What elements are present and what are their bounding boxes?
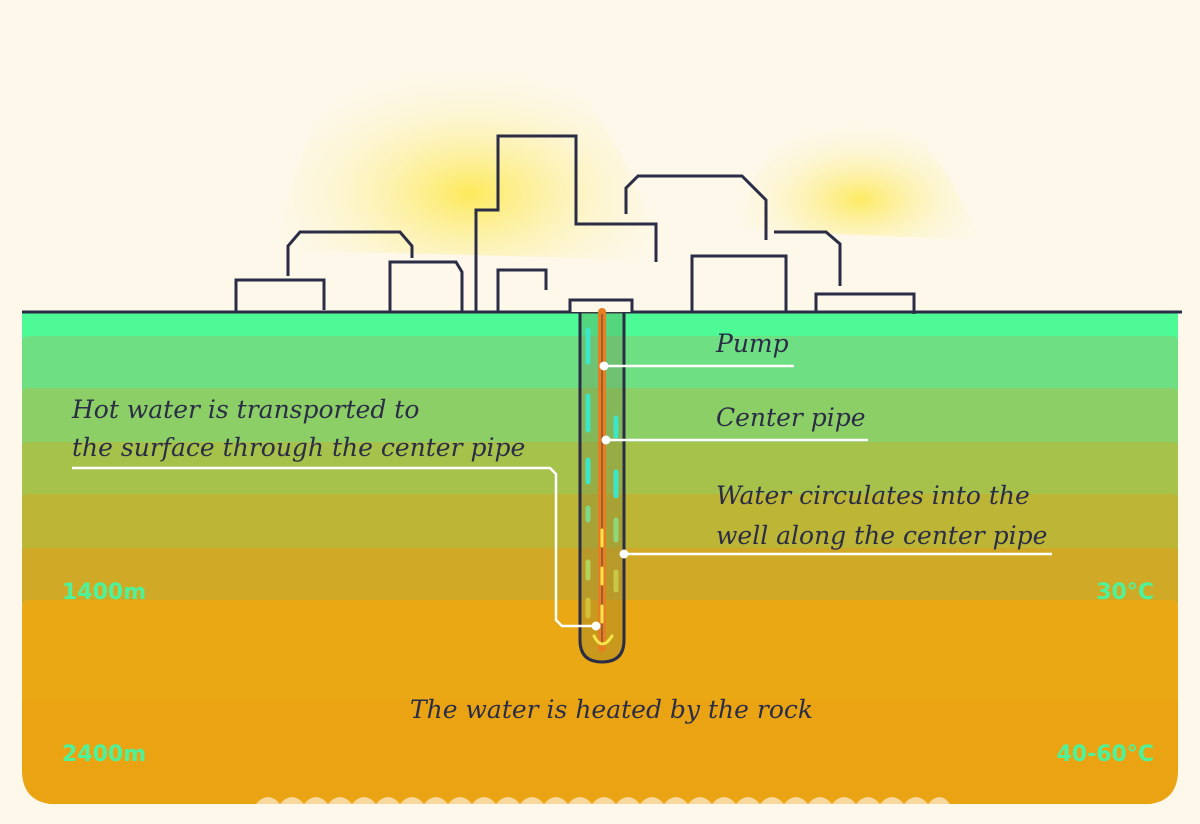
hot-water-leader: [72, 466, 596, 628]
city-skyline: [234, 134, 916, 314]
depth-1400m: 1400m: [62, 580, 147, 605]
well-head: [568, 298, 634, 312]
circulates-label-line2: well along the center pipe: [716, 521, 1048, 550]
building-7: [690, 254, 788, 312]
temp-40-60c: 40-60°C: [1056, 742, 1154, 767]
building-3: [388, 260, 464, 312]
building-2: [286, 230, 414, 276]
heated-label: The water is heated by the rock: [410, 695, 814, 724]
building-5: [496, 268, 548, 312]
circulates-label-line1: Water circulates into the: [716, 481, 1030, 510]
ground-layers: [22, 312, 1178, 804]
ground-layer-7: [22, 600, 1178, 804]
cold-water-flow: [585, 327, 619, 619]
pump-label: Pump: [716, 329, 789, 358]
center-pipe-label: Center pipe: [716, 403, 866, 432]
building-6: [624, 174, 768, 240]
building-9: [814, 292, 916, 314]
hot-water-label-line2: the surface through the center pipe: [72, 433, 526, 462]
building-8: [774, 230, 842, 286]
ground-layer-8-shadow: [22, 700, 1178, 804]
hot-water-label-line1: Hot water is transported to: [72, 395, 420, 424]
temp-30c: 30°C: [1096, 580, 1154, 605]
leader-dots: [591, 361, 629, 631]
building-1: [234, 278, 326, 312]
leader-lines: [72, 364, 1052, 628]
building-4: [474, 134, 658, 312]
hot-water-flow: [592, 528, 614, 646]
depth-2400m: 2400m: [62, 742, 147, 767]
sun-glow-left: [280, 37, 660, 260]
sun-glow-right: [740, 104, 980, 240]
